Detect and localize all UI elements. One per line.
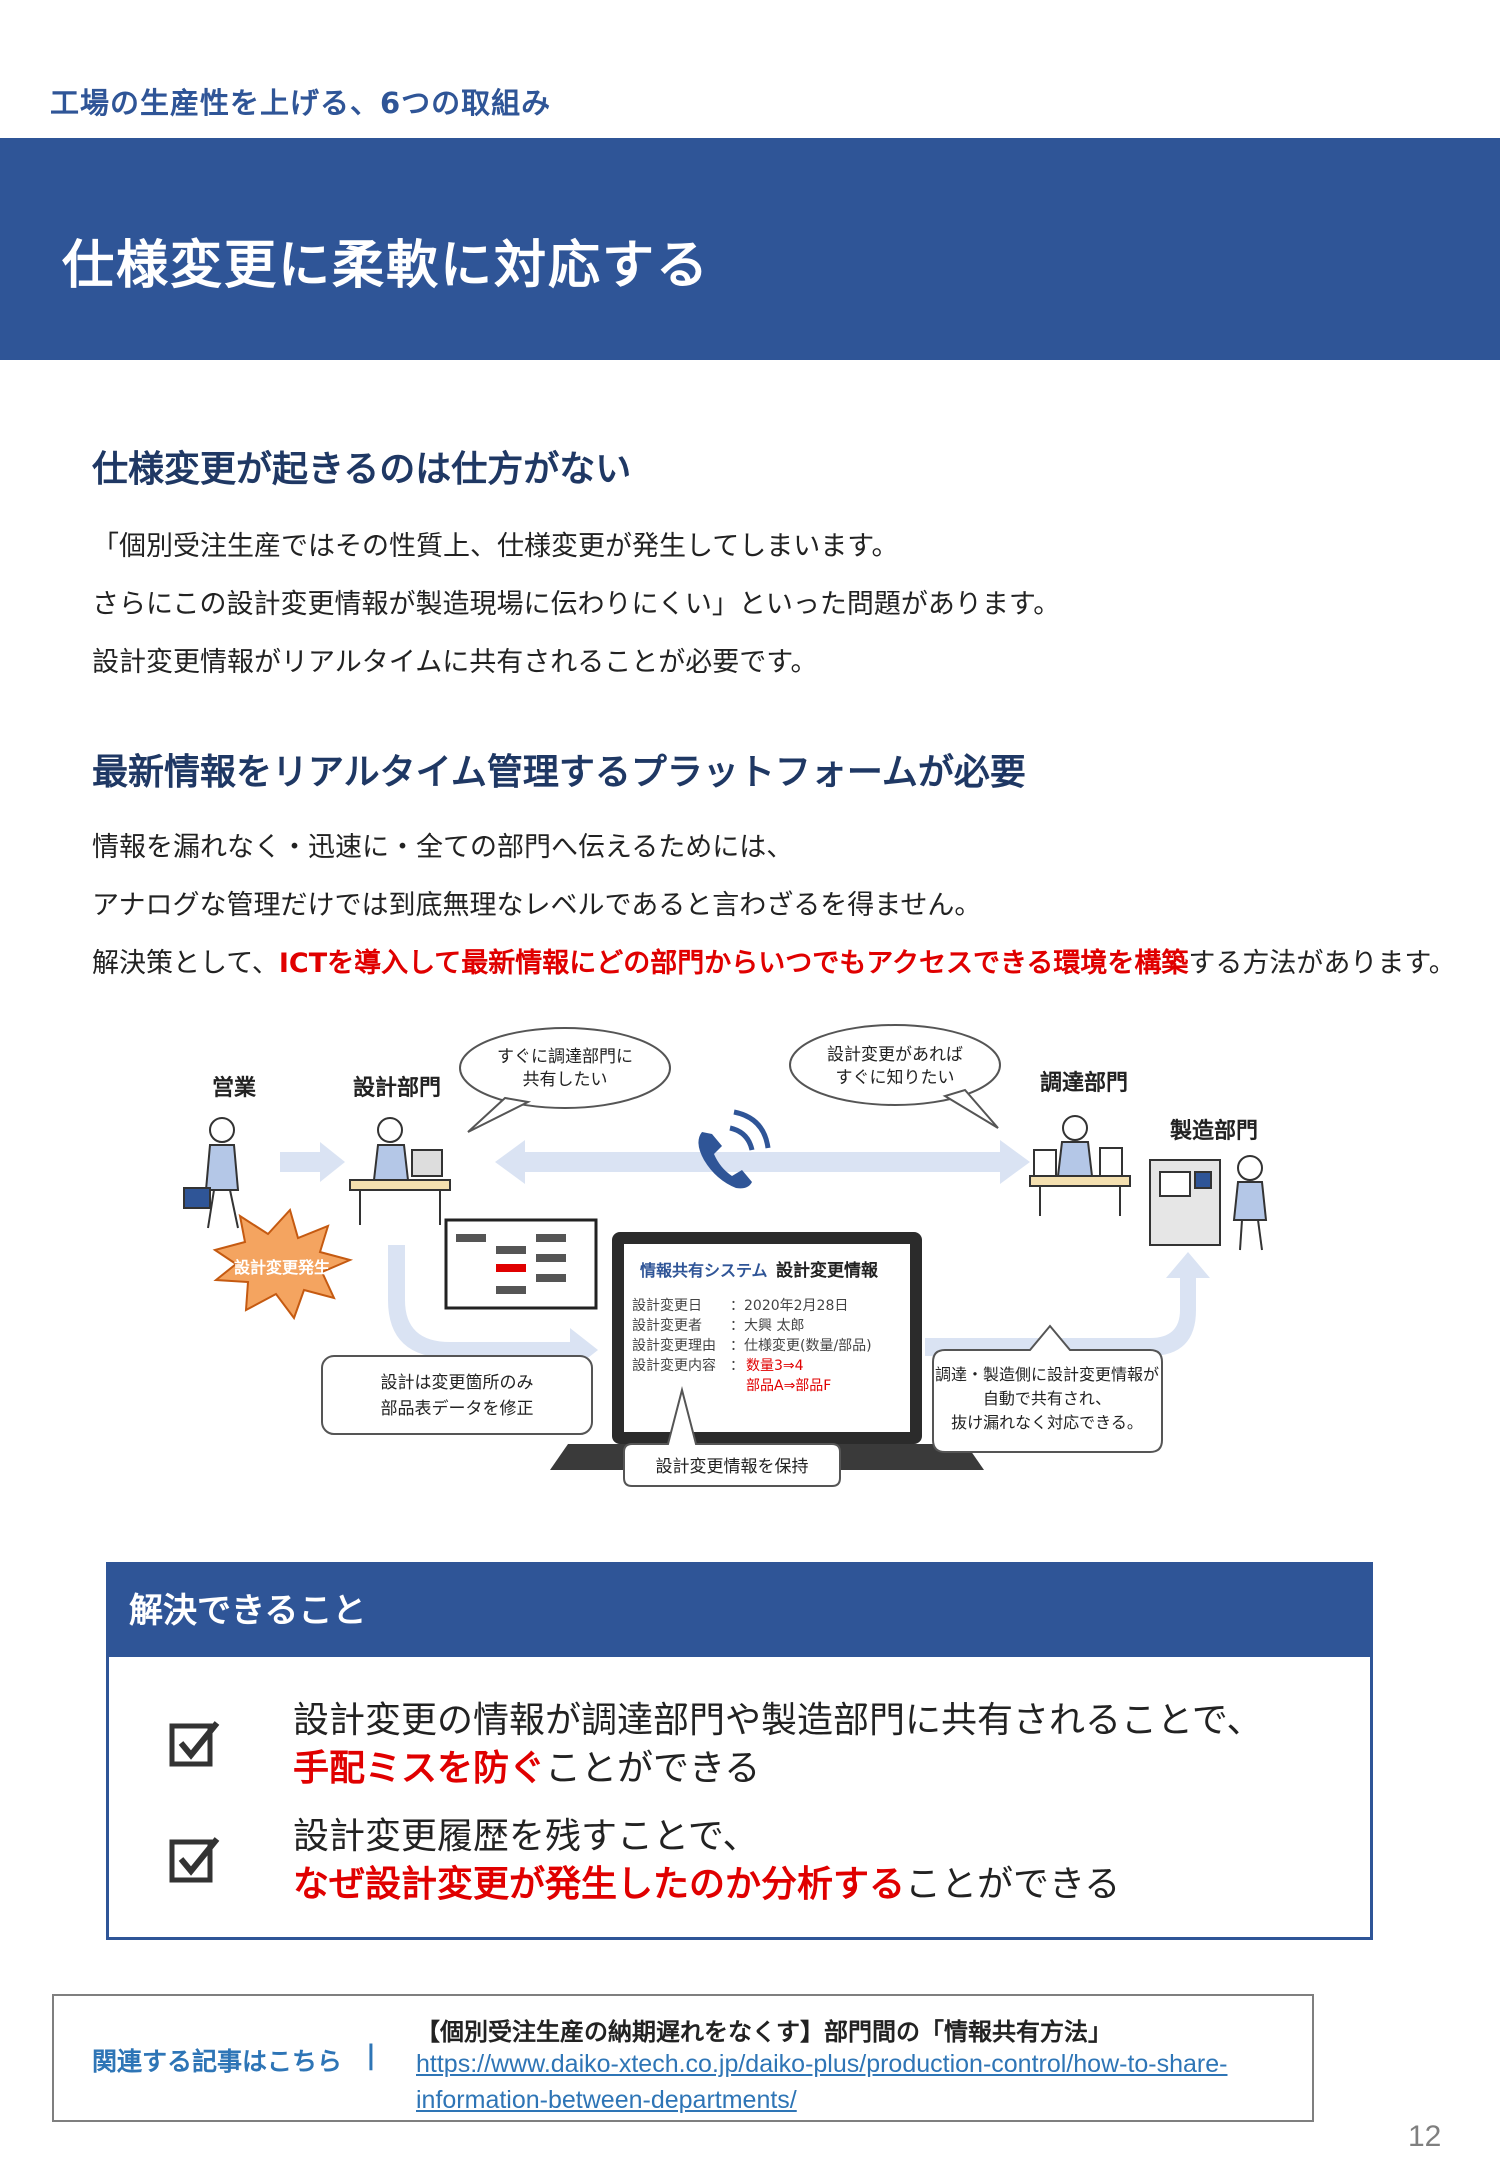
- svg-text:設計変更日: 設計変更日: [632, 1297, 702, 1314]
- svg-text:設計は変更箇所のみ: 設計は変更箇所のみ: [381, 1373, 534, 1393]
- section1-body: 「個別受注生産ではその性質上、仕様変更が発生してしまいます。 さらにこの設計変更…: [92, 518, 1060, 692]
- related-title: 【個別受注生産の納期遅れをなくす】部門間の「情報共有方法」: [416, 2018, 1112, 2046]
- title-band: 仕様変更に柔軟に対応する: [0, 138, 1500, 360]
- svg-text:すぐに知りたい: すぐに知りたい: [836, 1068, 955, 1088]
- related-link[interactable]: https://www.daiko-xtech.co.jp/daiko-plus…: [416, 2050, 1228, 2114]
- note-left: [321, 1355, 593, 1435]
- category-label: 工場の生産性を上げる、6つの取組み: [50, 86, 552, 120]
- section1-line: 設計変更情報がリアルタイムに共有されることが必要です。: [92, 647, 818, 678]
- svg-text:部品A⇒部品F: 部品A⇒部品F: [746, 1378, 831, 1394]
- info-sharing-diagram: 営業 設計部門 調達部門 製造部門 すぐに調達部門に 共有したい 設計変更があれ…: [150, 1020, 1280, 1500]
- flow-arrow: [280, 1142, 345, 1182]
- label-design: 設計部門: [353, 1075, 441, 1101]
- section2-heading: 最新情報をリアルタイム管理するプラットフォームが必要: [92, 752, 1026, 793]
- bubble-procurement: [789, 1024, 1001, 1106]
- svg-text:：仕様変更(数量/部品): ：仕様変更(数量/部品): [730, 1337, 872, 1354]
- salesperson-icon: [183, 1117, 240, 1229]
- svg-text:設計変更があれば: 設計変更があれば: [827, 1045, 963, 1065]
- ict-highlight: ICTを導入して最新情報にどの部門からいつでもアクセスできる環境を構築: [278, 948, 1189, 979]
- phone-icon: [698, 1109, 771, 1189]
- solution-highlight: 手配ミスを防ぐ: [293, 1748, 546, 1789]
- section1-heading: 仕様変更が起きるのは仕方がない: [92, 449, 632, 490]
- svg-text:設計変更情報を保持: 設計変更情報を保持: [656, 1457, 809, 1477]
- solution-heading: 解決できること: [109, 1565, 1370, 1657]
- machine-icon: [1149, 1155, 1268, 1251]
- section1-line: さらにこの設計変更情報が製造現場に伝わりにくい」といった問題があります。: [92, 589, 1061, 620]
- bubble-design: [459, 1027, 671, 1109]
- svg-text:：2020年2月28日: ：2020年2月28日: [730, 1298, 848, 1314]
- label-manufacturing: 製造部門: [1169, 1118, 1258, 1144]
- svg-text:：: ：: [730, 1358, 744, 1374]
- svg-text:設計変更者: 設計変更者: [632, 1317, 702, 1334]
- note-center: [623, 1386, 841, 1487]
- designer-icon: [349, 1117, 451, 1225]
- checkbox-checked-icon: [169, 1721, 220, 1767]
- note-right: [932, 1324, 1163, 1453]
- section2-body: 情報を漏れなく・迅速に・全ての部門へ伝えるためには、 アナログな管理だけでは到底…: [92, 819, 1456, 993]
- screen-title: 設計変更情報: [776, 1260, 879, 1281]
- section2-line: 情報を漏れなく・迅速に・全ての部門へ伝えるためには、: [92, 832, 794, 863]
- change-burst: [212, 1208, 354, 1321]
- page-number: 12: [1408, 2120, 1442, 2153]
- related-separator: |: [366, 2040, 376, 2071]
- label-sales: 営業: [212, 1075, 257, 1101]
- label-procurement: 調達部門: [1040, 1070, 1128, 1096]
- section2-line: アナログな管理だけでは到底無理なレベルであると言わざるを得ません。: [92, 890, 982, 921]
- screen-system: 情報共有システム: [640, 1261, 768, 1280]
- checkbox-checked-icon: [169, 1837, 220, 1883]
- svg-text:：大興 太郎: ：大興 太郎: [730, 1318, 804, 1334]
- svg-text:自動で共有され、: 自動で共有され、: [983, 1389, 1111, 1408]
- solution-text: 設計変更の情報が調達部門や製造部門に共有されることで、 手配ミスを防ぐことができ…: [293, 1700, 1263, 1789]
- svg-text:設計変更内容: 設計変更内容: [632, 1357, 716, 1374]
- burst-label: 設計変更発生: [234, 1258, 330, 1277]
- svg-text:抜け漏れなく対応できる。: 抜け漏れなく対応できる。: [951, 1413, 1143, 1432]
- procurement-staff-icon: [1029, 1115, 1131, 1216]
- solution-text: 設計変更履歴を残すことで、 なぜ設計変更が発生したのか分析することができる: [293, 1816, 1121, 1905]
- section1-line: 「個別受注生産ではその性質上、仕様変更が発生してしまいます。: [92, 531, 899, 562]
- solution-box: 解決できること 設計変更の情報が調達部門や製造部門に共有されることで、 手配ミス…: [106, 1562, 1373, 1940]
- flow-arrow-up: [925, 1252, 1210, 1356]
- screen-rows: 設計変更日 ：2020年2月28日 設計変更者 ：大興 太郎 設計変更理由 ：仕様変更…: [632, 1297, 872, 1394]
- svg-text:設計変更理由: 設計変更理由: [632, 1337, 716, 1354]
- solution-highlight: なぜ設計変更が発生したのか分析する: [293, 1864, 906, 1905]
- svg-text:調達・製造側に設計変更情報が: 調達・製造側に設計変更情報が: [935, 1365, 1159, 1384]
- svg-text:共有したい: 共有したい: [523, 1070, 608, 1090]
- section2-line-3: 解決策として、ICTを導入して最新情報にどの部門からいつでもアクセスできる環境を…: [92, 948, 1456, 979]
- laptop-icon: [550, 1232, 984, 1470]
- double-arrow: [495, 1140, 1030, 1184]
- svg-text:数量3⇒4: 数量3⇒4: [746, 1358, 804, 1374]
- related-article-box: 関連する記事はこちら | 【個別受注生産の納期遅れをなくす】部門間の「情報共有方…: [52, 1994, 1314, 2122]
- page-title: 仕様変更に柔軟に対応する: [62, 236, 711, 296]
- bom-tree-diagram: [444, 1218, 598, 1310]
- related-label: 関連する記事はこちら: [92, 2047, 343, 2076]
- svg-text:すぐに調達部門に: すぐに調達部門に: [497, 1047, 633, 1067]
- svg-text:部品表データを修正: 部品表データを修正: [381, 1398, 534, 1419]
